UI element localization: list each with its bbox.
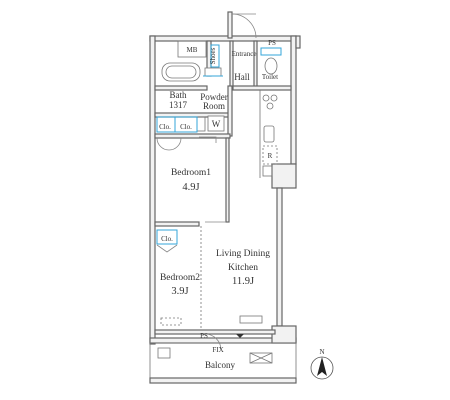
bedroom1-label: Bedroom1 (171, 168, 211, 178)
bath-size: 1317 (169, 100, 188, 110)
toilet-fixture: Toilet (260, 47, 282, 81)
hall-label: Hall (234, 72, 250, 82)
powder-shelf (196, 116, 206, 132)
ldk-area: 11.9J (232, 276, 254, 287)
closets-bedroom1: Clo. Clo. (156, 116, 217, 151)
north-label: N (319, 348, 324, 356)
balcony-label: Balcony (205, 360, 235, 370)
ldk-label-1: Living Dining (216, 249, 270, 259)
ps-label-top: PS (268, 39, 276, 47)
outer-walls (149, 35, 301, 345)
bedroom2-area: 3.9J (171, 286, 188, 297)
washer: W (207, 115, 225, 132)
powder-sink (203, 67, 223, 77)
bedroom2-label: Bedroom2 (160, 273, 200, 283)
powder-label: Powder (200, 92, 228, 102)
closet-bedroom2: Clo. (156, 229, 178, 253)
floor-vent (239, 315, 263, 324)
toilet-label: Toilet (262, 73, 278, 81)
closet-2-label: Clo. (180, 123, 192, 131)
bedroom-walls (154, 137, 230, 330)
bath-label: Bath (170, 90, 187, 100)
bedroom1-area: 4.9J (182, 182, 199, 193)
entrance-label: Entrance (232, 50, 257, 58)
shoes-cabinet: Shoes (209, 44, 220, 68)
bedroom2-window-seat (160, 317, 182, 326)
fridge-label: R (268, 152, 273, 160)
ldk-label-2: Kitchen (228, 263, 258, 273)
entry-marker (236, 334, 244, 338)
powder-label-2: Room (203, 101, 225, 111)
mb-label: MB (187, 46, 198, 54)
balcony-doors[interactable] (154, 329, 276, 351)
bathtub (161, 62, 201, 82)
fix-label: FIX (212, 346, 223, 354)
kitchen-counter: R (259, 90, 278, 178)
closet-1-label: Clo. (159, 123, 171, 131)
interior-walls-top (154, 40, 292, 139)
mb-box: MB (177, 40, 207, 58)
balcony (149, 342, 297, 384)
shoes-label: Shoes (209, 47, 217, 64)
ps-label-bottom: PS (200, 332, 208, 340)
north-arrow: N (310, 348, 334, 380)
entrance-door[interactable] (227, 11, 257, 39)
closet-3-label: Clo. (161, 235, 173, 243)
washer-label: W (212, 119, 221, 129)
